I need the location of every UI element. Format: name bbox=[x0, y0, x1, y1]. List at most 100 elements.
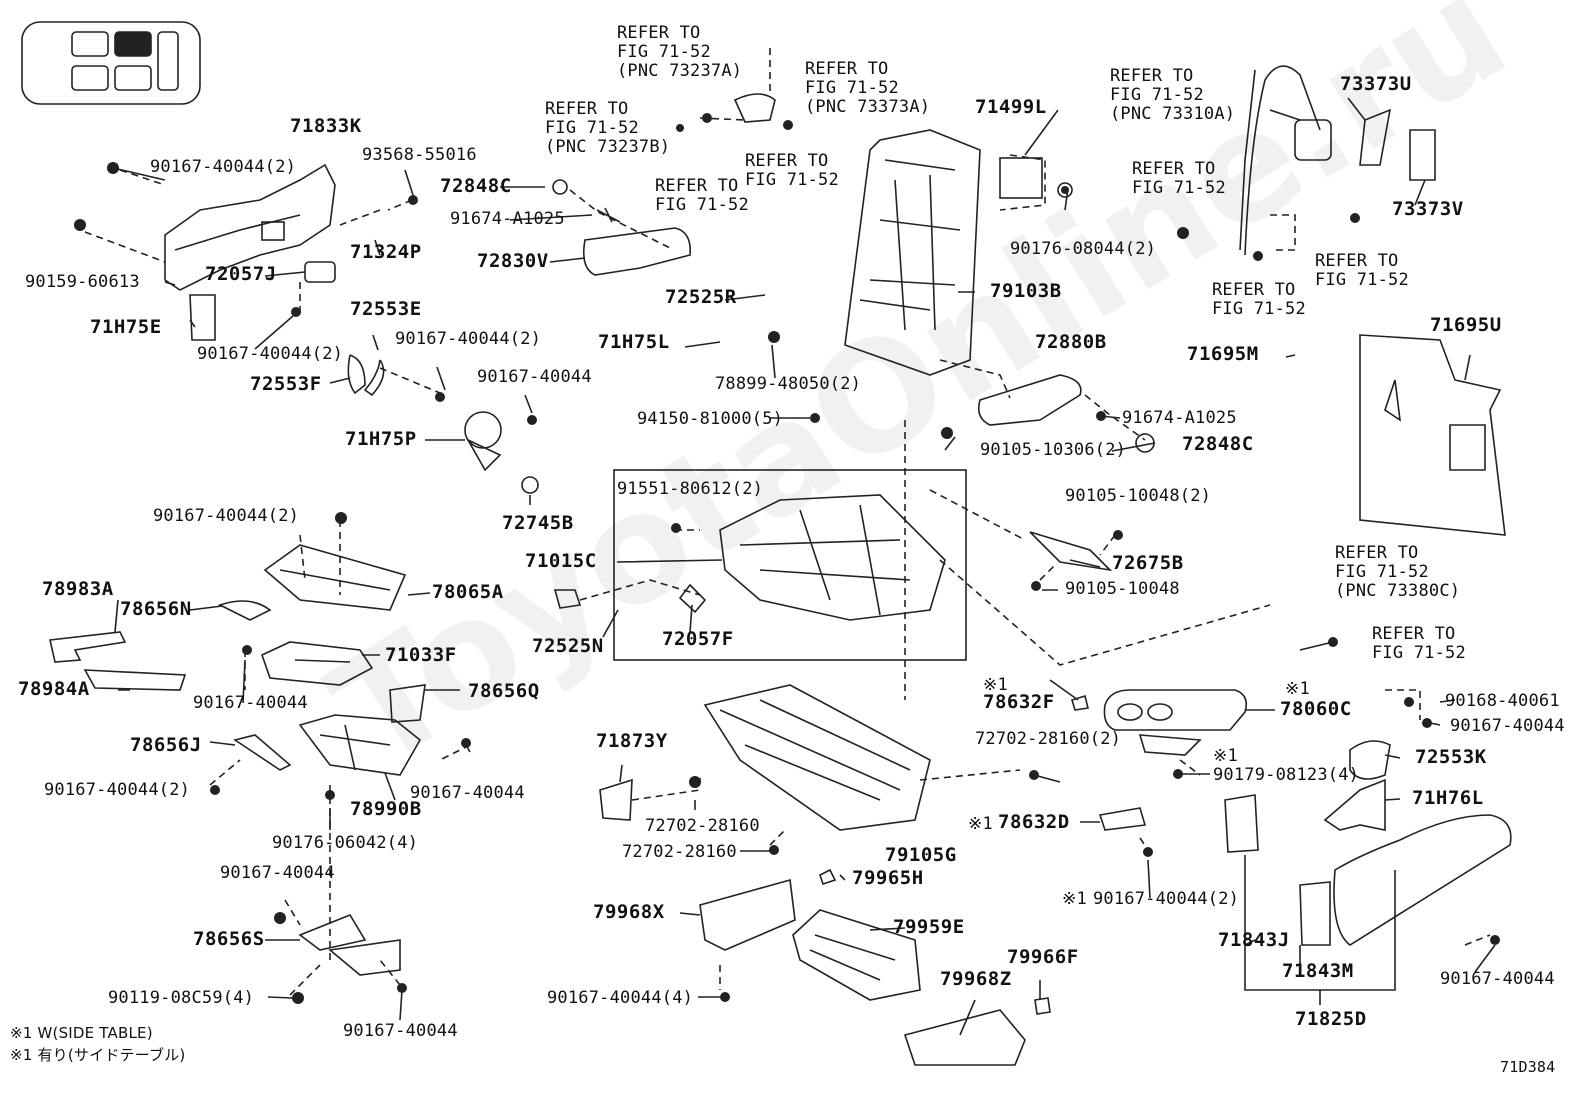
part-label: 78656Q bbox=[468, 680, 540, 702]
part-label: 78656J bbox=[130, 734, 202, 756]
part-label: 90167-40044(2) bbox=[44, 780, 191, 800]
seatback-frame-shape bbox=[844, 129, 981, 376]
option-mark: ※1 bbox=[968, 814, 993, 834]
part-label: 72057F bbox=[662, 628, 734, 650]
part-label: 78656N bbox=[120, 598, 192, 620]
part-label: 73373V bbox=[1392, 198, 1464, 220]
part-label: 90119-08C59(4) bbox=[108, 988, 255, 1008]
part-label: 90167-40044 bbox=[193, 693, 308, 713]
part-label: 72553K bbox=[1415, 746, 1487, 768]
part-label: 94150-81000(5) bbox=[637, 409, 784, 429]
armrest-shape bbox=[582, 227, 692, 276]
part-label: 78984A bbox=[18, 678, 90, 700]
part-label: 71695U bbox=[1430, 314, 1502, 336]
option-mark: ※1 bbox=[1213, 746, 1238, 766]
part-label: 90176-06042(4) bbox=[272, 833, 419, 853]
part-label: 78065A bbox=[432, 581, 504, 603]
seat-position-icon bbox=[21, 21, 201, 105]
part-label: 78632F bbox=[983, 691, 1055, 713]
option-mark: ※1 bbox=[1062, 889, 1087, 909]
part-label: 78899-48050(2) bbox=[715, 374, 862, 394]
part-label: 90167-40044(2) bbox=[197, 344, 344, 364]
seat-track-shape bbox=[719, 494, 946, 621]
part-label: 71H75E bbox=[90, 316, 162, 338]
part-label: 78983A bbox=[42, 578, 114, 600]
side-table-shape bbox=[1103, 689, 1248, 731]
seatbelt-shape bbox=[1239, 65, 1321, 256]
part-label: 72830V bbox=[477, 250, 549, 272]
part-label: 72525R bbox=[665, 286, 737, 308]
part-label: 90167-40044(2) bbox=[153, 506, 300, 526]
part-label: 71843J bbox=[1218, 929, 1290, 951]
side-cover-shape bbox=[1333, 814, 1512, 946]
part-label: 71873Y bbox=[596, 730, 668, 752]
part-label: 72553E bbox=[350, 298, 422, 320]
part-label: 79965H bbox=[852, 867, 924, 889]
part-label: 79968X bbox=[593, 901, 665, 923]
part-label: 72553F bbox=[250, 373, 322, 395]
part-label: 90167-40044(2) bbox=[150, 157, 297, 177]
part-label: 90167-40044 bbox=[477, 367, 592, 387]
part-label: 72525N bbox=[532, 635, 604, 657]
part-label: 79968Z bbox=[940, 968, 1012, 990]
part-label: 79959E bbox=[893, 916, 965, 938]
part-label: 71324P bbox=[350, 241, 422, 263]
part-label: 72702-28160 bbox=[622, 842, 737, 862]
part-label: 91551-80612(2) bbox=[617, 479, 764, 499]
figure-code: 71D384 bbox=[1500, 1058, 1556, 1076]
part-label: 72848C bbox=[1182, 433, 1254, 455]
part-label: 73373U bbox=[1340, 73, 1412, 95]
option-mark: ※1 bbox=[1285, 679, 1310, 699]
cushion-pad-shape bbox=[263, 544, 407, 611]
part-label: 90167-40044(4) bbox=[547, 988, 694, 1008]
side-panel-shape bbox=[1359, 334, 1506, 536]
part-label: 72848C bbox=[440, 175, 512, 197]
lower-cover-shape bbox=[699, 878, 796, 951]
part-label: 90167-40044(2) bbox=[1093, 889, 1240, 909]
part-label: 72675B bbox=[1112, 552, 1184, 574]
part-label: 71015C bbox=[525, 550, 597, 572]
part-label: 79105G bbox=[885, 844, 957, 866]
part-label: 71H75P bbox=[345, 428, 417, 450]
part-label: 71695M bbox=[1187, 343, 1259, 365]
track-group-box bbox=[613, 469, 967, 661]
part-label: 72702-28160(2) bbox=[975, 729, 1122, 749]
part-label: 78060C bbox=[1280, 698, 1352, 720]
option-mark: ※1 bbox=[983, 675, 1008, 695]
part-label: 93568-55016 bbox=[362, 145, 477, 165]
part-label: 71033F bbox=[385, 644, 457, 666]
legend-note-en: ※1 W(SIDE TABLE) bbox=[10, 1024, 153, 1042]
armrest-cover-shape bbox=[164, 163, 336, 291]
part-label: 71H75L bbox=[598, 331, 670, 353]
part-label: 90105-10306(2) bbox=[980, 440, 1127, 460]
tray-shape bbox=[261, 641, 374, 686]
part-label: 90167-40044 bbox=[1440, 969, 1555, 989]
part-label: 71833K bbox=[290, 115, 362, 137]
part-label: 72880B bbox=[1035, 331, 1107, 353]
part-label: 78632D bbox=[998, 811, 1070, 833]
legend-note-jp: ※1 有り(サイドテーブル) bbox=[10, 1046, 186, 1064]
part-label: 90167-40044(2) bbox=[395, 329, 542, 349]
part-label: 71825D bbox=[1295, 1008, 1367, 1030]
part-label: 90168-40061 bbox=[1445, 691, 1560, 711]
right-armrest-shape bbox=[977, 374, 1082, 426]
part-label: 79103B bbox=[990, 280, 1062, 302]
part-label: 71843M bbox=[1282, 960, 1354, 982]
part-label: 78656S bbox=[193, 928, 265, 950]
part-label: 72745B bbox=[502, 512, 574, 534]
part-label: 72702-28160 bbox=[645, 816, 760, 836]
part-label: 91674-A1025 bbox=[1122, 408, 1237, 428]
part-label: 90159-60613 bbox=[25, 272, 140, 292]
part-label: 79966F bbox=[1007, 946, 1079, 968]
part-label: 90179-08123(4) bbox=[1213, 765, 1360, 785]
part-label: 90176-08044(2) bbox=[1010, 239, 1157, 259]
